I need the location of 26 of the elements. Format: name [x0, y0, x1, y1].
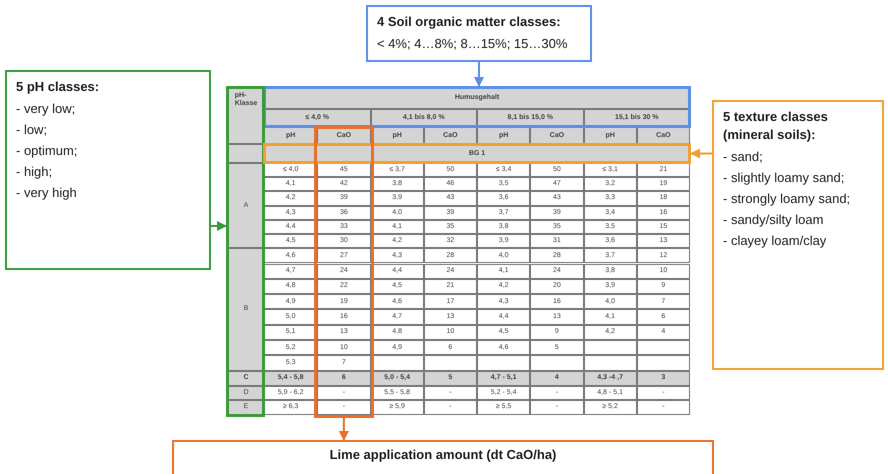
- highlight-frame: [263, 86, 691, 128]
- arrow: [211, 221, 227, 231]
- callout-heading: 5 texture classes (mineral soils):: [723, 108, 829, 144]
- list-item: - very high: [16, 184, 78, 202]
- callout-text: < 4%; 4…8%; 8…15%; 15…30%: [377, 35, 568, 53]
- callout-box: [366, 5, 592, 62]
- list-item: - low;: [16, 121, 48, 139]
- list-item: - sand;: [723, 148, 764, 166]
- list-item: - strongly loamy sand;: [723, 190, 852, 208]
- callout-heading: 5 pH classes:: [16, 78, 100, 96]
- arrow: [338, 418, 349, 441]
- highlight-frame: [226, 86, 265, 417]
- arrow: [474, 62, 484, 87]
- callout-heading: Lime application amount (dt CaO/ha): [328, 446, 558, 464]
- list-item: - optimum;: [16, 142, 78, 160]
- list-item: - clayey loam/clay: [723, 232, 828, 250]
- list-item: - slightly loamy sand;: [723, 169, 846, 187]
- list-item: - sandy/silty loam: [723, 211, 824, 229]
- arrow: [690, 148, 712, 158]
- callout-heading: 4 Soil organic matter classes:: [377, 13, 562, 31]
- callout-box: [712, 100, 884, 370]
- callout-box: [172, 440, 714, 474]
- list-item: - high;: [16, 163, 54, 181]
- callout-box: [5, 70, 211, 270]
- list-item: - very low;: [16, 100, 76, 118]
- highlight-frame: [314, 126, 374, 418]
